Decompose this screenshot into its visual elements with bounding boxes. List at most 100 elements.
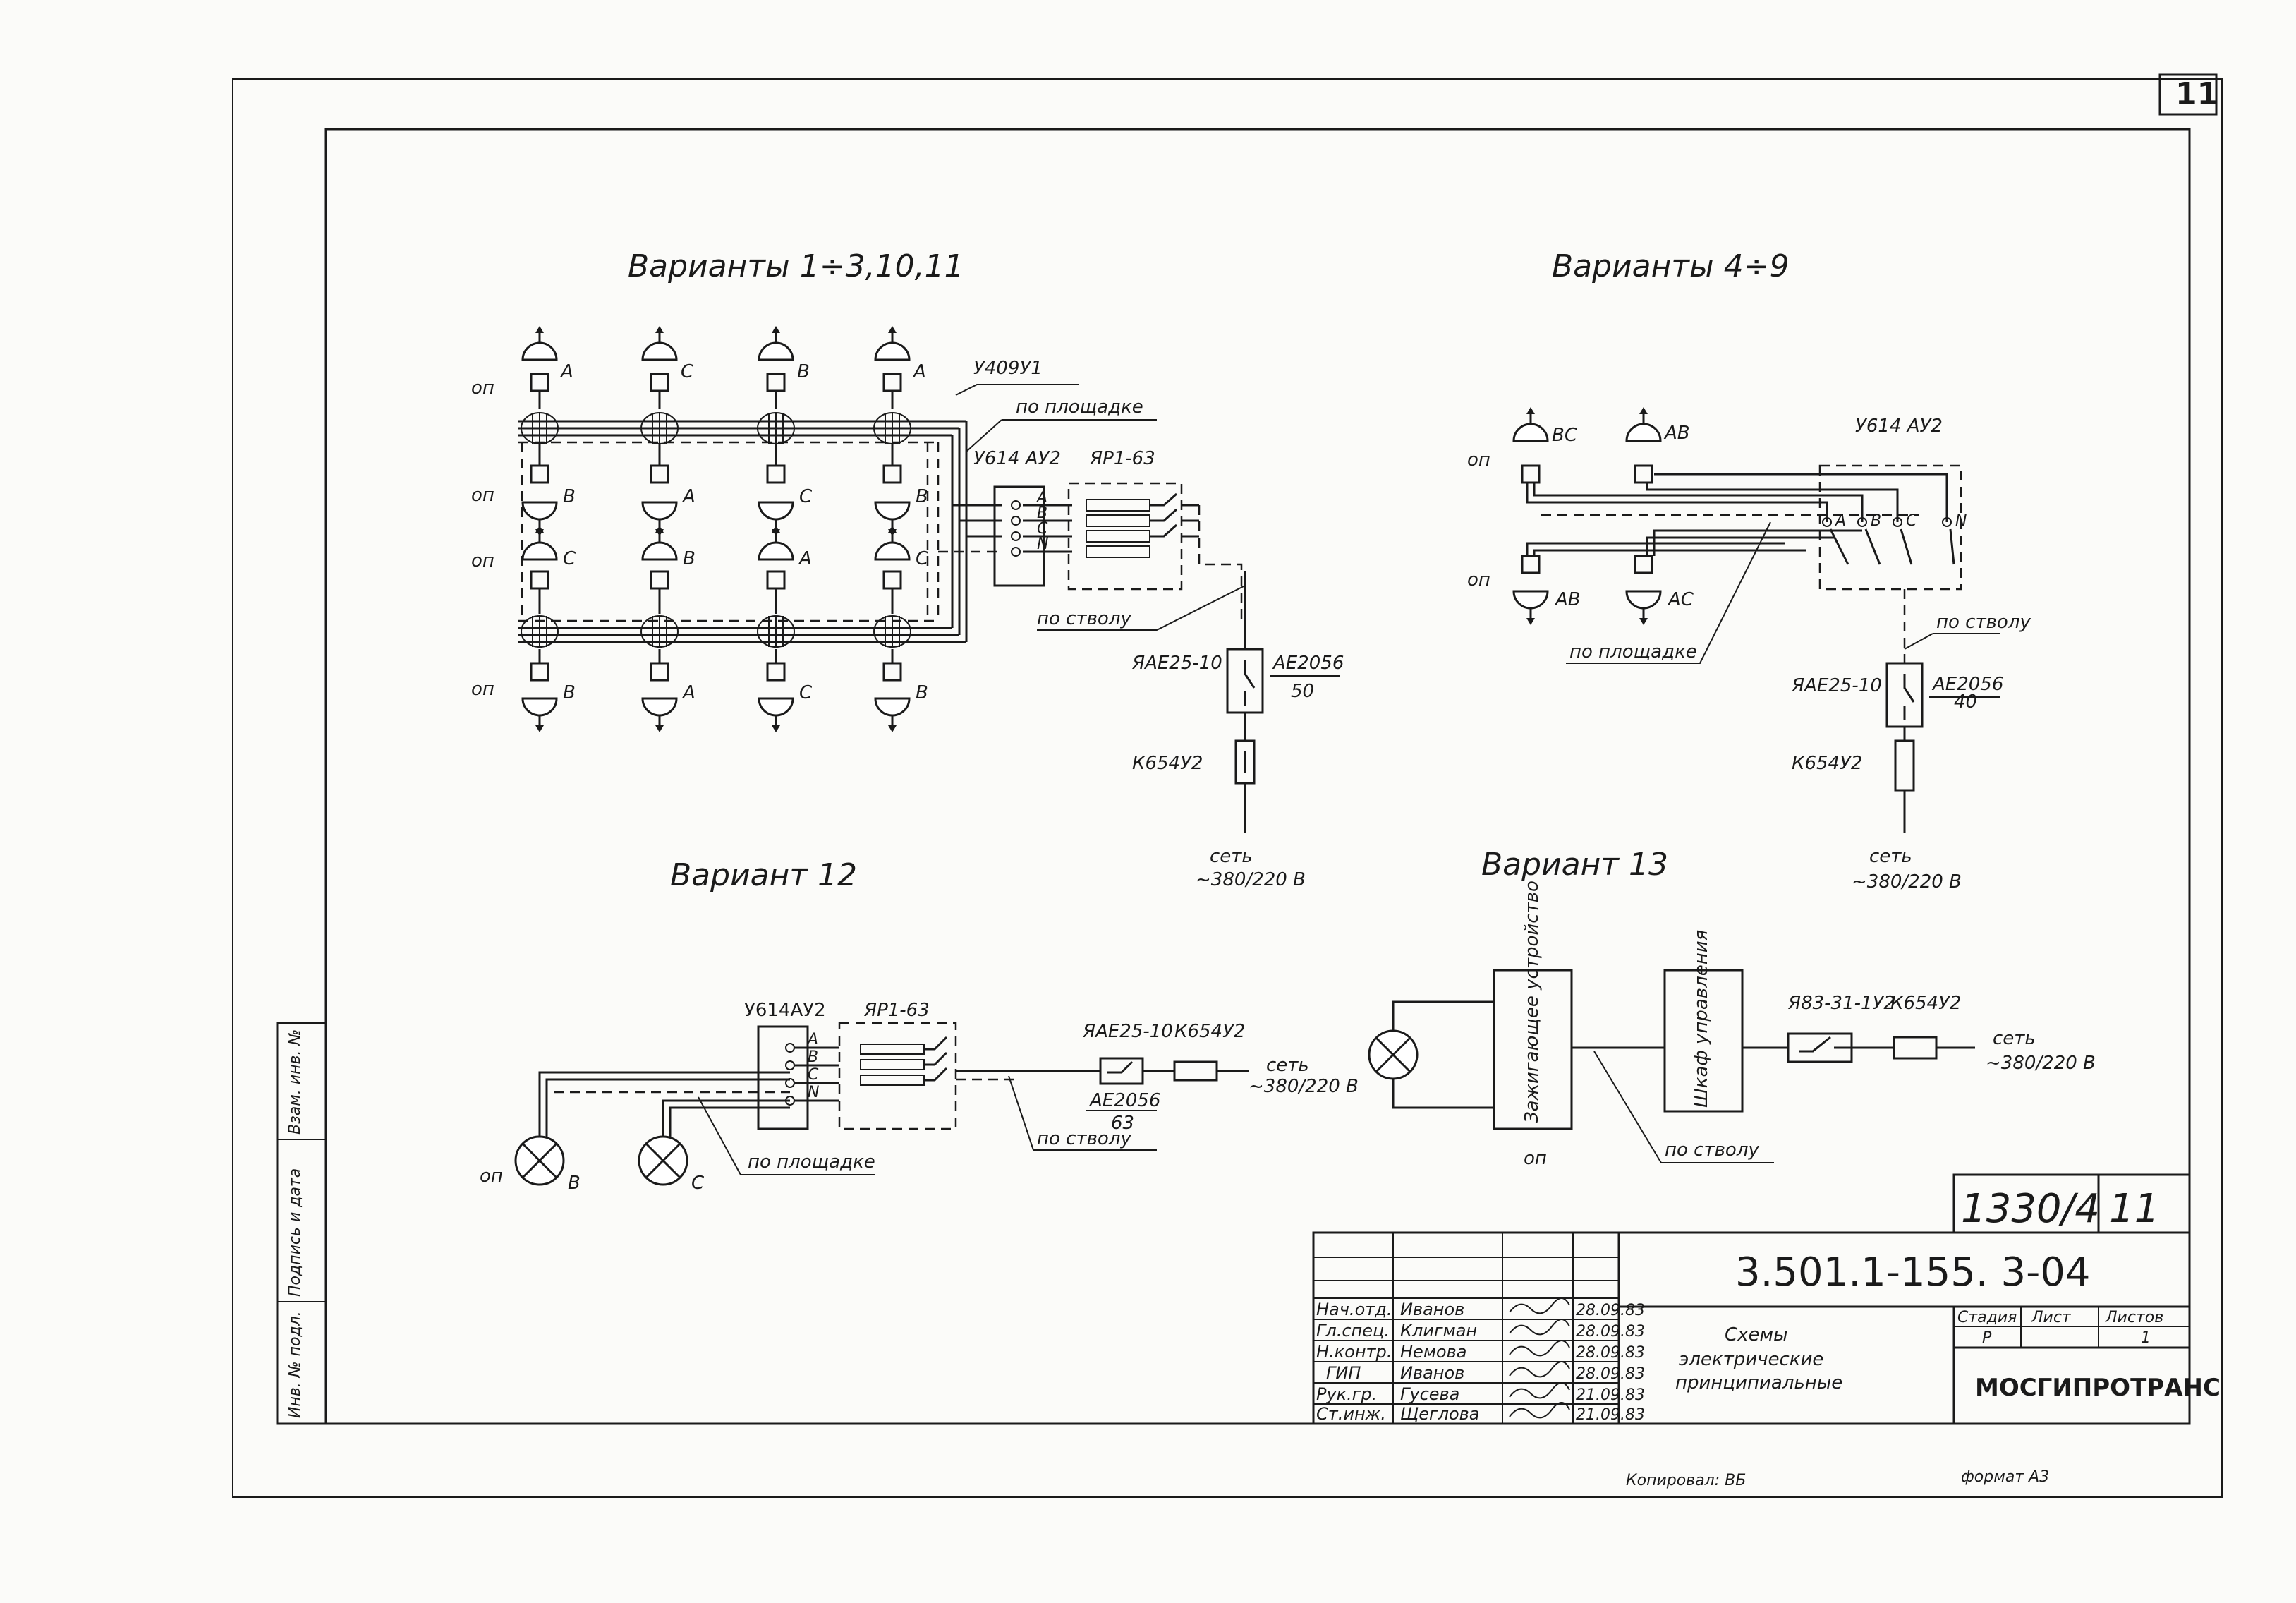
device-label: У409У1 [973, 358, 1043, 379]
terminal-label: N [808, 1084, 819, 1101]
op-label: оп [1467, 569, 1490, 591]
side-stamp-replaced: Взам. инв. № [286, 1029, 304, 1135]
column-1 [521, 325, 558, 734]
cable-row-bottom [518, 615, 966, 648]
staff-date: 28.09.83 [1576, 1323, 1645, 1341]
op-label: оп [471, 550, 494, 571]
phase-label: В [683, 548, 696, 569]
box-label: К654У2 [1174, 1021, 1245, 1042]
mains-label: сеть [1993, 1028, 2036, 1049]
route-label: по стволу [1037, 1128, 1131, 1149]
phase-label: С [799, 682, 813, 703]
staff-date: 21.09.83 [1576, 1406, 1645, 1424]
junction-box-v12 [1173, 1060, 1218, 1082]
variant-12-schematic: Вариант 12 оп В С А В С N У614АУ2 ЯР1-63… [480, 857, 1359, 1194]
staff-role: Гл.спец. [1316, 1321, 1390, 1341]
phase-label: В [568, 1173, 581, 1194]
stage-header: Стадия [1957, 1309, 2017, 1326]
junction-box-v13 [1893, 1036, 1938, 1060]
side-stamp [276, 1022, 327, 1425]
breaker-label: Я83-31-1У2 [1787, 993, 1895, 1014]
phase-label: В [916, 682, 928, 703]
staff-role: Рук.гр. [1316, 1384, 1377, 1404]
control-cabinet-box [1663, 969, 1744, 1113]
breaker-rating-label: 40 [1954, 691, 1977, 713]
op-label: оп [471, 679, 494, 700]
op-label: оп [471, 377, 494, 399]
column-3 [758, 325, 794, 734]
stage-value: Р [1982, 1329, 1992, 1347]
sheet-number: 11 [2175, 76, 2218, 112]
phase-label: В [916, 486, 928, 507]
variant-13-title: Вариант 13 [1481, 847, 1668, 883]
route-label: по площадке [1016, 397, 1143, 418]
company-name: МОСГИПРОТРАНС [1975, 1374, 2221, 1402]
column-2 [641, 325, 678, 734]
terminal-label: N [1037, 536, 1048, 553]
paper-format: формат А3 [1961, 1468, 2049, 1486]
variant-1-schematic: Варианты 1÷3,10,11 оп оп оп оп [471, 248, 1344, 890]
staff-role: ГИП [1326, 1363, 1361, 1383]
terminal-box-u614-v4 [1818, 464, 1962, 591]
device-label: У614 АУ2 [1855, 416, 1943, 437]
cable-row-top [518, 412, 966, 444]
mains-voltage-label: ~380/220 В [1852, 871, 1962, 893]
terminal-label: В [808, 1048, 818, 1066]
terminal-label: В [1871, 512, 1881, 530]
staff-date: 28.09.83 [1576, 1365, 1645, 1383]
mains-voltage-label: ~380/220 В [1196, 869, 1306, 890]
copied-by: Копировал: ВБ [1626, 1472, 1746, 1489]
terminal-box-v12 [757, 1025, 809, 1130]
route-label: по площадке [1569, 641, 1697, 663]
staff-date: 21.09.83 [1576, 1386, 1645, 1404]
breaker-rating-label: 50 [1291, 681, 1314, 702]
stage-value: 1 [2141, 1329, 2151, 1347]
variant-1-title: Варианты 1÷3,10,11 [628, 248, 964, 284]
breaker-label: ЯАЕ25-10 [1791, 675, 1882, 696]
phase-label: С [691, 1173, 705, 1194]
phase-label: А [681, 486, 696, 507]
ignition-device-box [1493, 969, 1573, 1130]
column-4 [874, 325, 911, 734]
breaker-label: ЯАЕ25-10 [1082, 1021, 1173, 1042]
staff-role: Ст.инж. [1316, 1404, 1386, 1424]
stage-header: Лист [2031, 1309, 2072, 1326]
box-label: К654У2 [1792, 753, 1862, 774]
variant-4-title: Варианты 4÷9 [1552, 248, 1790, 284]
staff-date: 28.09.83 [1576, 1344, 1645, 1362]
phase-label: С [799, 486, 813, 507]
inner-frame [324, 128, 2191, 1425]
staff-name: Иванов [1400, 1363, 1464, 1383]
route-label: по стволу [1665, 1139, 1759, 1161]
switch-box-v12 [838, 1022, 957, 1130]
op-label: оп [471, 485, 494, 506]
phase-label: ВС [1552, 425, 1578, 446]
sheet-number-box [2158, 73, 2218, 116]
side-stamp-inventory: Инв. № подл. [286, 1311, 304, 1418]
phase-label: А [681, 682, 696, 703]
terminal-label: А [806, 1031, 818, 1048]
breaker-label: ЯАЕ25-10 [1131, 653, 1222, 674]
staff-name: Клигман [1400, 1321, 1477, 1341]
phase-label: А [798, 548, 812, 569]
variant-13-schematic: Вариант 13 Зажигающее устройство оп Шкаф… [1368, 847, 2096, 1169]
terminal-label: N [1955, 512, 1967, 530]
route-label: по стволу [1037, 608, 1131, 629]
side-stamp-signature: Подпись и дата [286, 1168, 304, 1297]
terminal-label: С [808, 1066, 819, 1084]
route-label: по площадке [748, 1151, 875, 1173]
terminal-label: С [1037, 520, 1048, 538]
album-number: 1330/4 [1961, 1186, 2100, 1232]
route-label: по стволу [1936, 612, 2031, 633]
phase-label: АС [1667, 589, 1694, 610]
staff-name: Щеглова [1400, 1404, 1480, 1424]
staff-name: Гусева [1400, 1384, 1459, 1404]
outer-frame [232, 78, 2223, 1498]
mains-label: сеть [1210, 846, 1253, 867]
doc-title-line: принципиальные [1675, 1372, 1842, 1393]
doc-title-line: Схемы [1725, 1324, 1788, 1345]
phase-label: В [797, 361, 810, 382]
mains-voltage-label: ~380/220 В [1249, 1076, 1359, 1097]
phase-label: С [681, 361, 694, 382]
